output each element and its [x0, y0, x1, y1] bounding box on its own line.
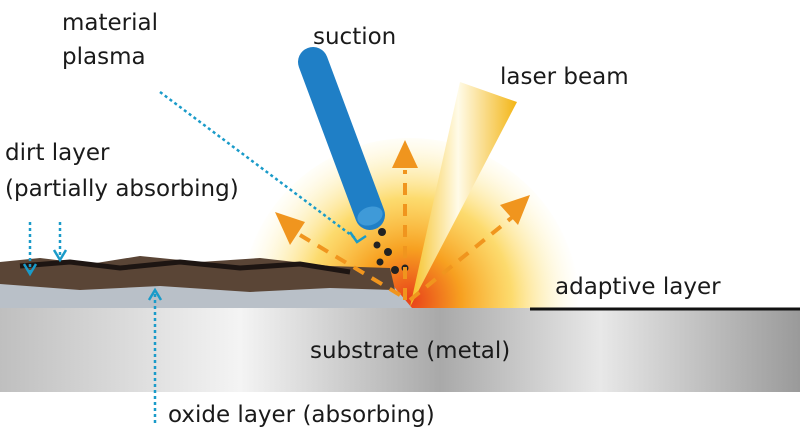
pointer-lines [22, 90, 367, 425]
label-substrate: substrate (metal) [310, 338, 511, 364]
suction-tube [298, 47, 385, 230]
label-material: material [62, 10, 158, 36]
emission-arrows [275, 140, 530, 302]
label-partially-absorbing: (partially absorbing) [5, 176, 239, 202]
label-adaptive-layer: adaptive layer [555, 274, 721, 300]
label-oxide-layer: oxide layer (absorbing) [168, 402, 435, 428]
laser-beam [410, 82, 517, 307]
label-dirt-layer: dirt layer [5, 140, 110, 166]
label-suction: suction [313, 24, 397, 50]
substrate [0, 308, 800, 392]
label-laser-beam: laser beam [500, 64, 629, 90]
label-plasma: plasma [62, 44, 146, 70]
